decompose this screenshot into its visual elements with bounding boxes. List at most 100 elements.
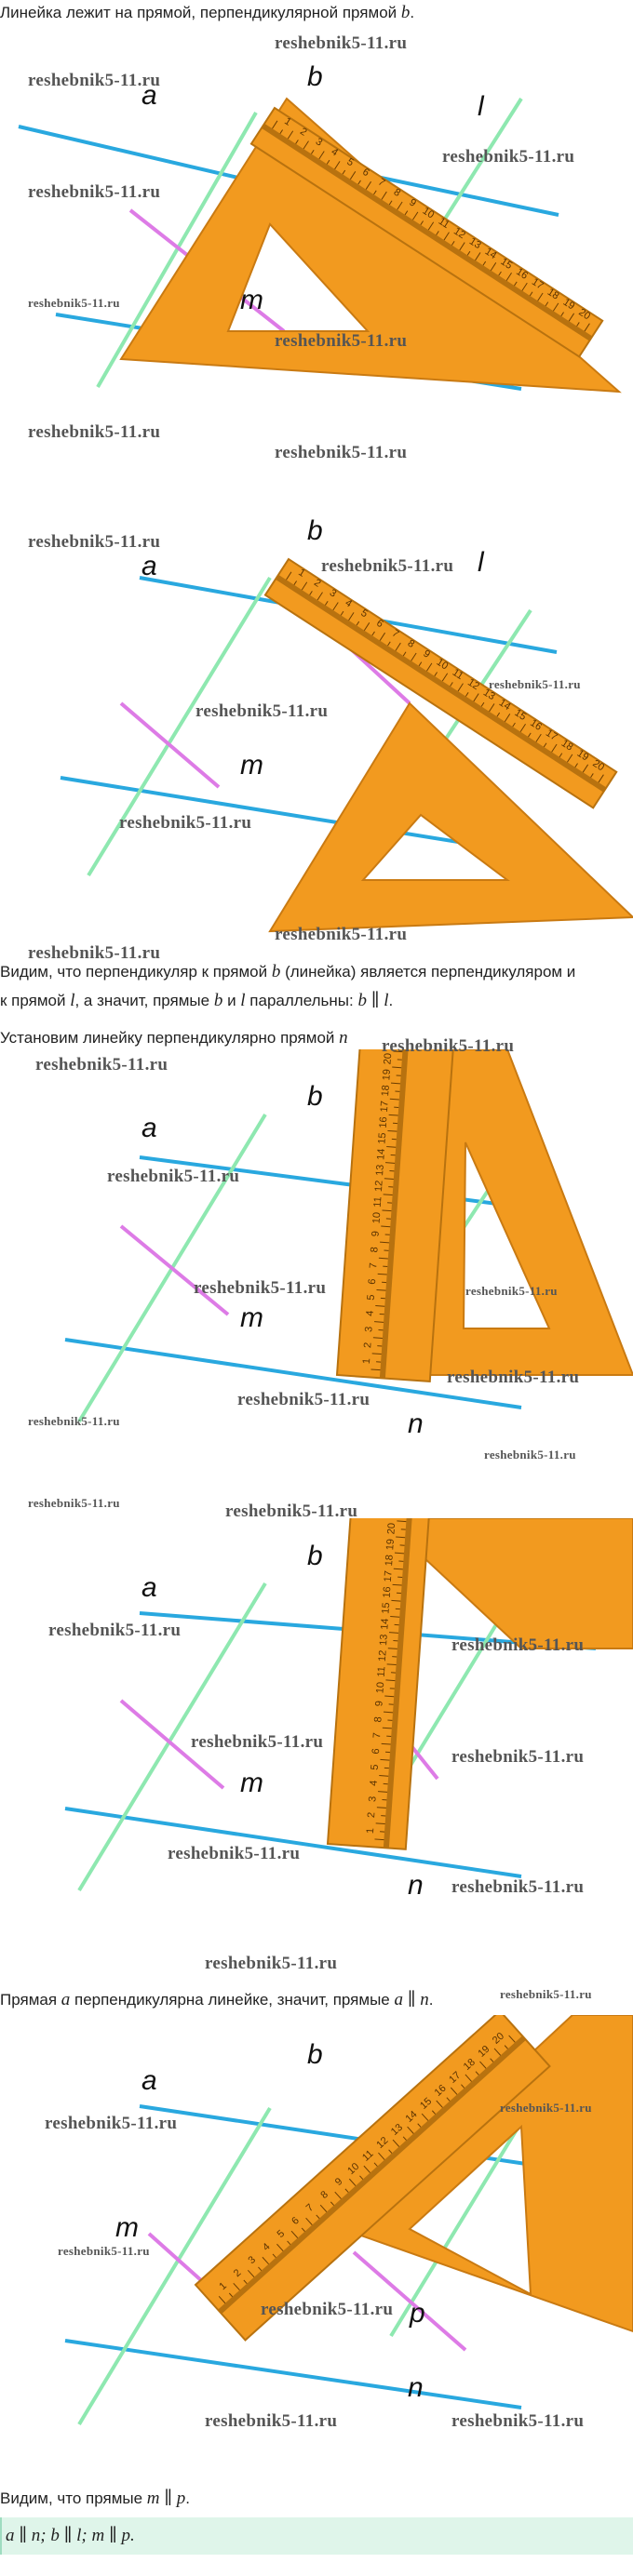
ruler-tick xyxy=(293,581,298,585)
ruler-tick-label: 18 xyxy=(380,1085,392,1097)
ruler-tick xyxy=(420,220,424,225)
ruler-tick xyxy=(295,140,299,144)
ruler-tick xyxy=(334,161,341,170)
ruler-tick xyxy=(529,291,533,297)
watermark: reshebnik5-11.ru xyxy=(451,1747,585,1767)
ruler-tick-label: 9 xyxy=(370,1231,381,1237)
watermark: reshebnik5-11.ru xyxy=(451,1635,585,1655)
ruler-tick-label: 13 xyxy=(481,687,497,702)
ruler-tick xyxy=(402,651,407,657)
ruler-tick xyxy=(480,701,485,707)
ruler-tick xyxy=(301,2227,305,2232)
ruler-tick xyxy=(374,1321,384,1323)
ruler-tick xyxy=(389,1098,399,1101)
ruler-tick-label: 19 xyxy=(575,748,591,764)
ruler-tick-label: 16 xyxy=(528,717,544,733)
ruler-tick xyxy=(357,180,361,185)
watermark: reshebnik5-11.ru xyxy=(489,677,581,691)
watermark: reshebnik5-11.ru xyxy=(465,1284,558,1298)
ruler-tick xyxy=(418,661,423,667)
watermark: reshebnik5-11.ru xyxy=(191,1732,324,1752)
math-var: b xyxy=(400,3,411,22)
ruler-tick xyxy=(375,1305,385,1307)
line-m xyxy=(119,1699,225,1790)
ruler-tick xyxy=(330,2201,335,2206)
ruler-tick-label: 12 xyxy=(373,1180,385,1192)
paragraph-end: (линейка) является перпендикуляром и xyxy=(280,963,576,981)
ruler-tick xyxy=(391,1599,401,1602)
ruler-tick xyxy=(373,190,377,195)
ruler-tick-label: 13 xyxy=(378,1634,390,1646)
watermark: reshebnik5-11.ru xyxy=(500,2101,592,2115)
label-a: a xyxy=(141,80,157,111)
ruler-tick xyxy=(402,2136,407,2141)
ruler-tick xyxy=(537,292,544,301)
ruler-edge xyxy=(383,1518,412,1849)
watermark: reshebnik5-11.ru xyxy=(237,1390,370,1409)
ruler-tick xyxy=(392,1583,402,1586)
ruler-tick xyxy=(325,600,329,606)
ruler-tick-label: 5 xyxy=(370,1764,381,1770)
ruler-tick-label: 14 xyxy=(379,1618,391,1630)
ruler-tick-label: 8 xyxy=(372,1716,384,1723)
ruler-tick xyxy=(384,1711,394,1714)
ruler-tick xyxy=(394,1552,405,1555)
ruler-tick-label: 11 xyxy=(376,1666,388,1677)
watermark: reshebnik5-11.ru xyxy=(107,1167,240,1186)
ruler-tick-label: 7 xyxy=(371,1732,383,1739)
ruler-tick-label: 19 xyxy=(381,1069,393,1081)
ruler-tick xyxy=(407,2126,414,2134)
ruler-tick xyxy=(386,1146,397,1148)
ruler-tick xyxy=(363,622,370,631)
ruler-tick xyxy=(560,312,564,317)
set-square xyxy=(380,1518,633,1649)
ruler-tick xyxy=(450,2087,458,2095)
ruler-tick xyxy=(508,2035,516,2043)
ruler-tick xyxy=(598,774,604,783)
label-n: n xyxy=(408,1870,424,1901)
ruler-tick xyxy=(504,2045,508,2049)
watermark: reshebnik5-11.ru xyxy=(194,1278,327,1298)
watermark: reshebnik5-11.ru xyxy=(28,943,161,963)
ruler-tick-label: 14 xyxy=(497,697,513,713)
ruler-tick xyxy=(490,2058,494,2062)
watermark: reshebnik5-11.ru xyxy=(447,1368,580,1387)
ruler-tick xyxy=(385,1679,396,1682)
label-m: m xyxy=(115,2212,139,2243)
ruler-tick-label: 4 xyxy=(368,1780,379,1786)
watermark: reshebnik5-11.ru xyxy=(28,1496,120,1510)
ruler-tick-label: 12 xyxy=(451,226,467,242)
ruler-tick xyxy=(461,2084,465,2089)
watermark: reshebnik5-11.ru xyxy=(275,331,408,351)
label-a: a xyxy=(141,2065,157,2096)
paragraph-end: . xyxy=(410,4,415,21)
watermark: reshebnik5-11.ru xyxy=(275,33,408,53)
ruler-tick xyxy=(382,1209,392,1212)
label-a: a xyxy=(141,551,157,581)
watermark: reshebnik5-11.ru xyxy=(28,532,161,552)
ruler-tick xyxy=(233,2282,240,2291)
ruler-tick xyxy=(287,130,294,140)
ruler-tick xyxy=(370,1368,381,1371)
ruler-tick-label: 8 xyxy=(406,638,417,650)
ruler-tick xyxy=(475,2071,479,2075)
ruler-tick-label: 20 xyxy=(385,1523,397,1535)
ruler-tick-label: 10 xyxy=(374,1682,386,1694)
ruler-tick xyxy=(496,712,501,717)
label-b: b xyxy=(307,1541,323,1571)
ruler-tick-label: 16 xyxy=(378,1116,390,1128)
ruler-tick xyxy=(393,1568,403,1570)
ruler-tick xyxy=(388,2149,393,2154)
ruler-tick xyxy=(498,271,502,276)
watermark: reshebnik5-11.ru xyxy=(195,701,329,721)
ruler-tick-label: 6 xyxy=(367,1278,378,1285)
paragraph-parallel-bl: к прямой l, а значит, прямые b и l парал… xyxy=(0,990,633,1012)
label-n: n xyxy=(408,2372,424,2403)
ruler-tick xyxy=(290,2230,299,2238)
ruler-tick xyxy=(372,1337,383,1339)
ruler-tick-label: 5 xyxy=(366,1294,377,1301)
paragraph-a-parallel-n: Прямая a перпендикулярна линейке, значит… xyxy=(0,1989,633,2011)
